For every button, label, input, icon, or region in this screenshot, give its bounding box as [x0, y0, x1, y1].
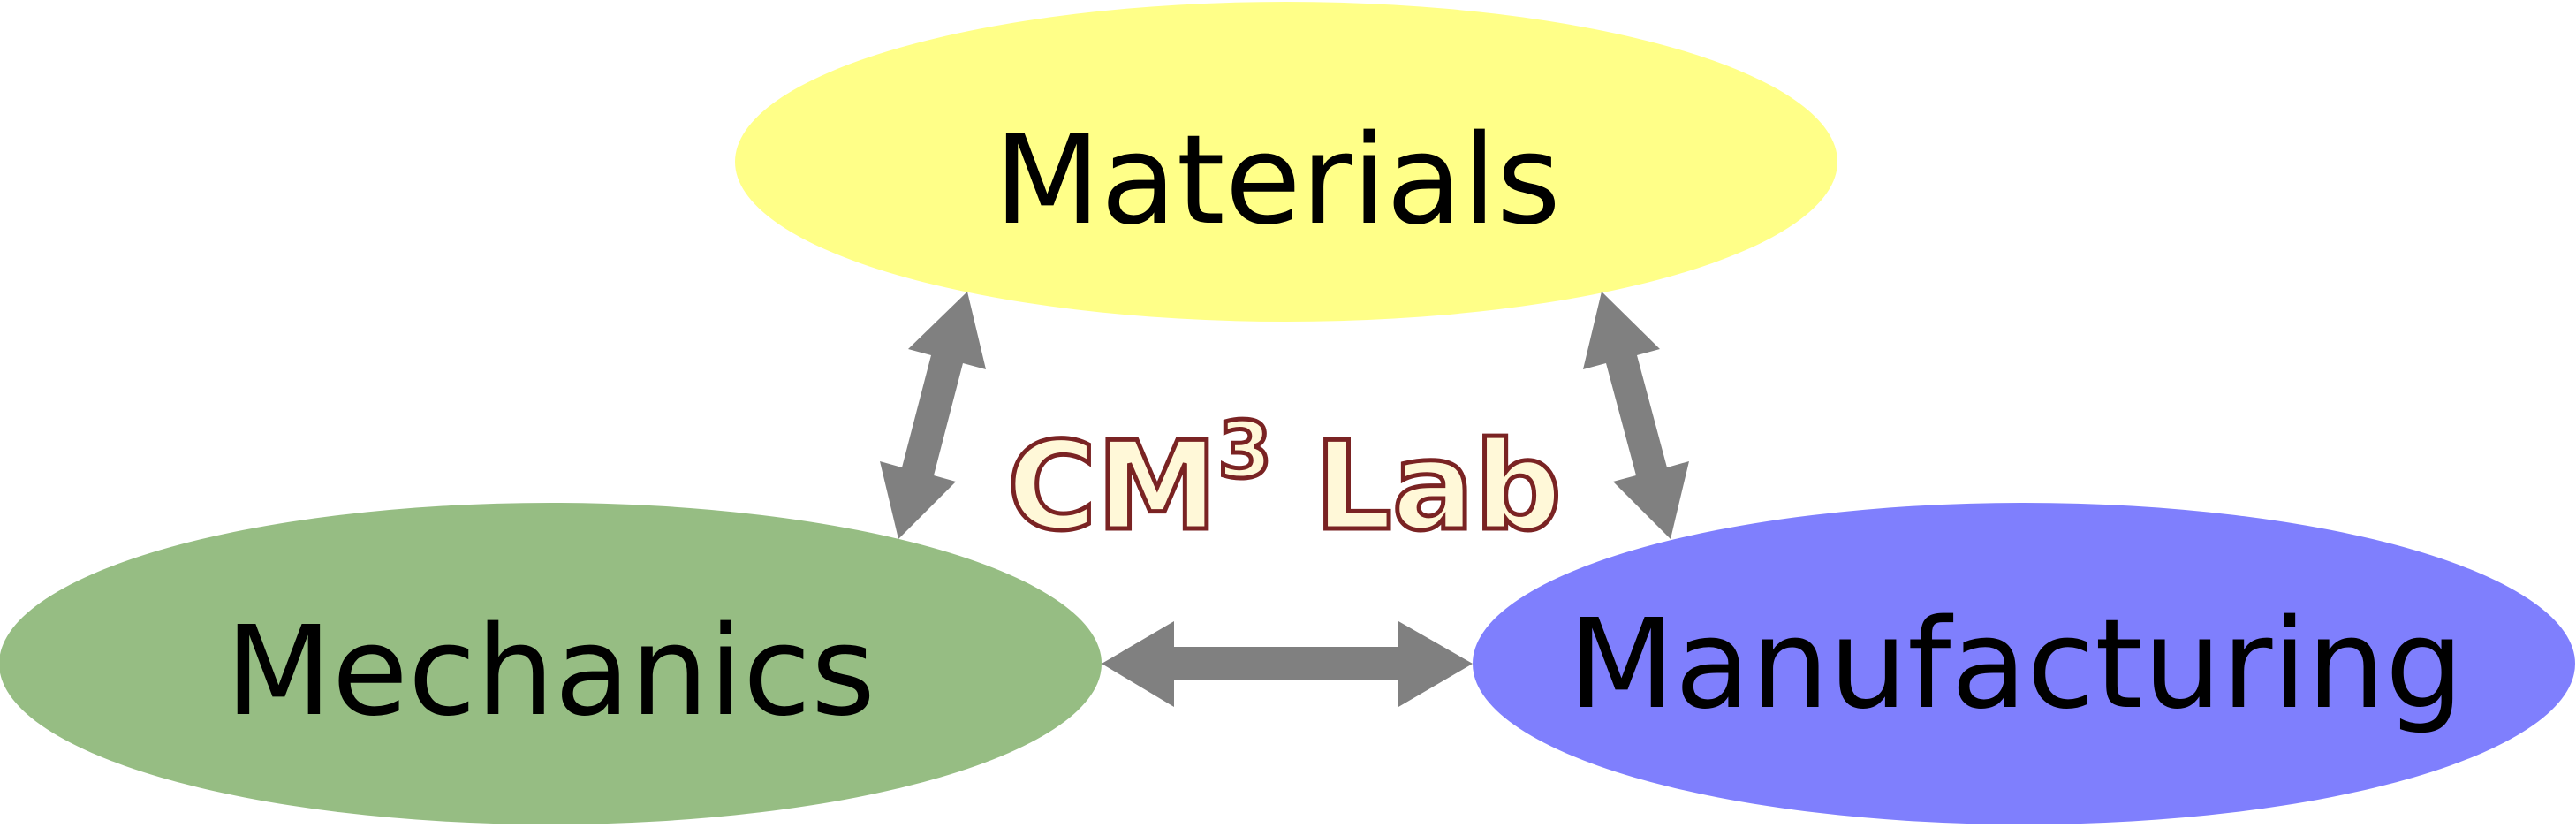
mechanics-node	[0, 503, 1102, 824]
lab-title-superscript: 3	[1218, 405, 1272, 496]
manufacturing-node	[1473, 503, 2575, 824]
connector-arrows	[880, 292, 1689, 707]
lab-title-suffix: Lab	[1272, 415, 1562, 558]
arrow-mechanics-manufacturing	[1102, 621, 1473, 707]
mechanics-label: Mechanics	[225, 600, 875, 744]
manufacturing-label: Manufacturing	[1568, 593, 2464, 737]
lab-title-prefix: CM	[1007, 415, 1218, 558]
arrow-materials-mechanics	[880, 292, 986, 539]
materials-label: Materials	[994, 109, 1561, 253]
materials-node	[735, 2, 1837, 322]
lab-title: CM3 Lab	[1007, 405, 1562, 558]
arrow-materials-manufacturing	[1583, 292, 1689, 539]
